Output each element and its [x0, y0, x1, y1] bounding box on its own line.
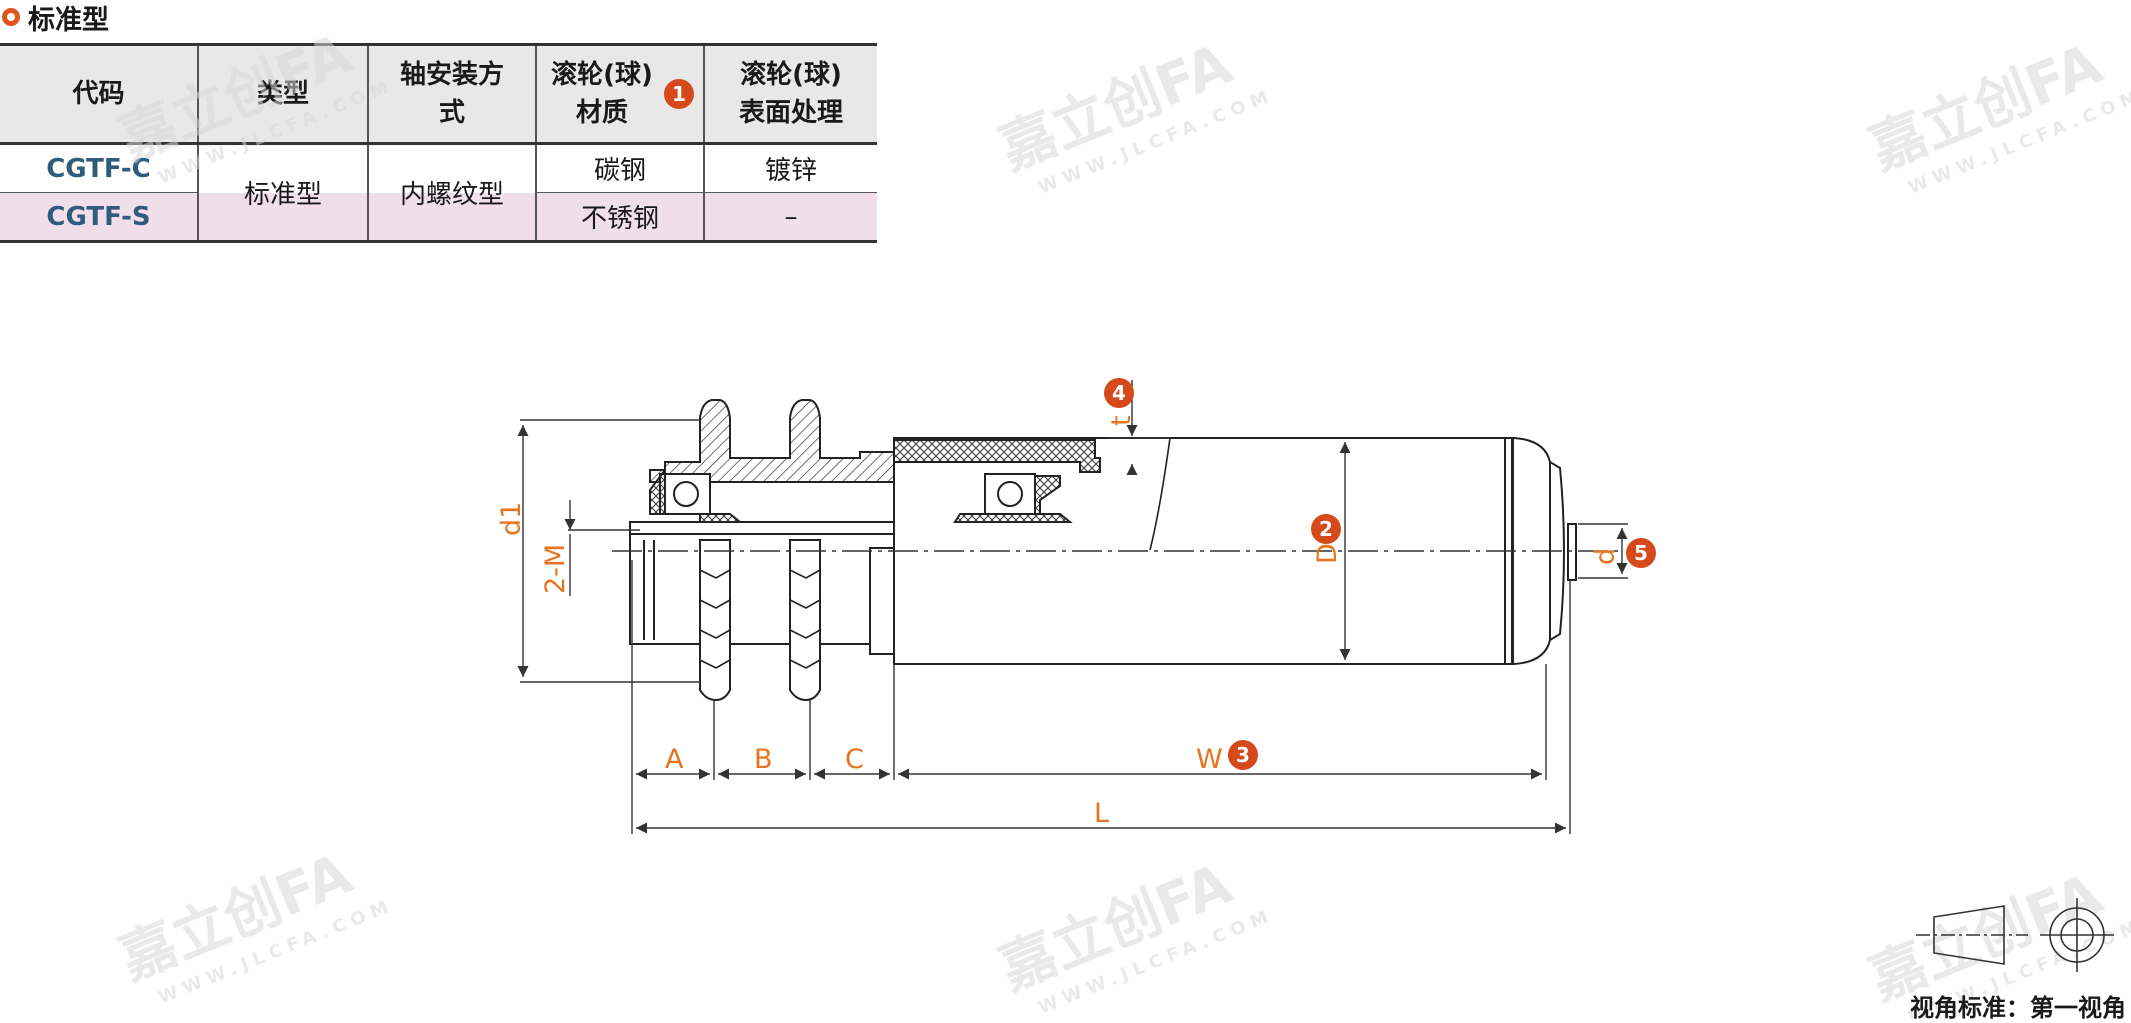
break-line	[1149, 437, 1171, 551]
table-row: CGTF-S 不锈钢 –	[0, 192, 877, 243]
cell-surface: 镀锌	[703, 143, 877, 193]
projection-standard-label: 视角标准：第一视角	[1910, 994, 2126, 1022]
section-title-text: 标准型	[28, 4, 109, 36]
ring-bullet-icon	[2, 8, 20, 26]
spec-table: 代码 类型 轴安装方式 滚轮(球)材质 1 滚轮(球)表面处理 CGTF-C 标…	[0, 43, 877, 243]
header-material: 滚轮(球)材质 1	[535, 43, 704, 145]
cell-material: 不锈钢	[535, 192, 704, 243]
dim-label-t: t	[1106, 415, 1137, 426]
cell-code: CGTF-S	[0, 192, 198, 243]
dim-label-b: B	[754, 744, 773, 775]
header-mount: 轴安装方式	[367, 43, 536, 145]
dim-label-c: C	[845, 744, 864, 775]
dim-label-big-d: D	[1312, 543, 1343, 564]
cell-type: 标准型	[197, 143, 368, 243]
first-angle-projection-icon	[1916, 898, 2114, 972]
dim-label-small-d: d	[1590, 547, 1621, 565]
dim-badge-t: 4	[1104, 378, 1134, 408]
cell-mount: 内螺纹型	[367, 143, 536, 243]
cell-surface: –	[703, 192, 877, 243]
dim-badge-small-d: 5	[1626, 538, 1656, 568]
dim-badge-big-d: 2	[1311, 514, 1341, 544]
dim-label-d1: d1	[496, 501, 527, 536]
sprocket-section	[629, 399, 1101, 655]
header-type: 类型	[197, 43, 368, 145]
table-header-row: 代码 类型 轴安装方式 滚轮(球)材质 1 滚轮(球)表面处理	[0, 43, 877, 145]
section-title: 标准型	[0, 0, 109, 36]
cell-code: CGTF-C	[46, 153, 151, 184]
cell-material: 碳钢	[535, 143, 704, 193]
header-surface: 滚轮(球)表面处理	[703, 43, 877, 145]
header-code: 代码	[0, 43, 198, 145]
dim-label-a: A	[665, 744, 684, 775]
table-row: CGTF-C 标准型 内螺纹型 碳钢 镀锌	[0, 143, 877, 243]
dim-label-w: W	[1196, 744, 1223, 775]
sprocket-teeth	[699, 539, 821, 702]
dim-badge-w: 3	[1228, 740, 1258, 770]
dim-label-thread: 2-M	[540, 543, 571, 594]
dim-label-l: L	[1094, 798, 1110, 829]
note-badge-1: 1	[664, 79, 694, 109]
dimension-lines	[517, 380, 1628, 834]
